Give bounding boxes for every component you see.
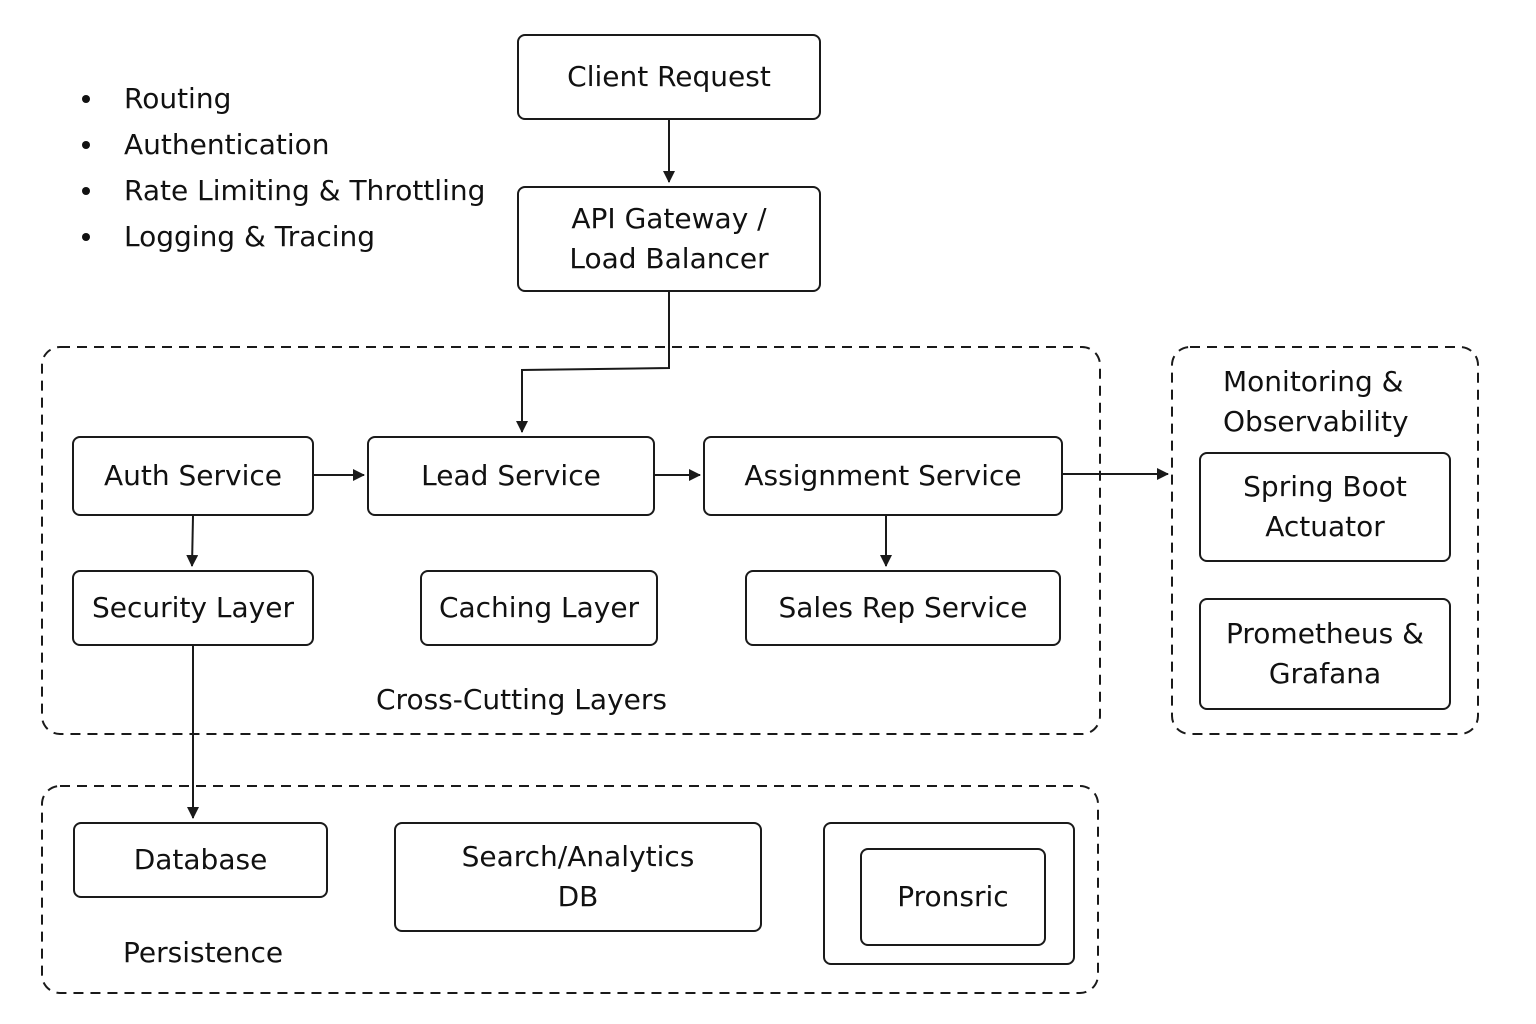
arrow-gateway-to-lead (516, 292, 670, 433)
prometheus-grafana-node: Prometheus & Grafana (1199, 598, 1451, 710)
auth-service-node: Auth Service (72, 436, 314, 516)
list-item: Routing (74, 76, 485, 122)
lead-service-node: Lead Service (367, 436, 655, 516)
bullet-icon (82, 187, 90, 195)
cross-cutting-group-frame (41, 346, 1101, 735)
caching-layer-node: Caching Layer (420, 570, 658, 646)
bullet-icon (82, 95, 90, 103)
sales-rep-service-node: Sales Rep Service (745, 570, 1061, 646)
bullet-text: Logging & Tracing (124, 220, 376, 253)
persistence-group-frame (41, 785, 1099, 994)
arrow-auth-to-security (186, 515, 199, 567)
pronsric-node: Pronsric (860, 848, 1046, 946)
bullet-text: Routing (124, 82, 232, 115)
list-item: Rate Limiting & Throttling (74, 168, 485, 214)
api-gateway-node: API Gateway / Load Balancer (517, 186, 821, 292)
persistence-group-label: Persistence (123, 936, 284, 969)
pronsric-outer-node: Pronsric (823, 822, 1075, 965)
assignment-service-node: Assignment Service (703, 436, 1063, 516)
list-item: Logging & Tracing (74, 214, 485, 260)
bullet-icon (82, 141, 90, 149)
security-layer-node: Security Layer (72, 570, 314, 646)
search-analytics-db-node: Search/Analytics DB (394, 822, 762, 932)
bullet-text: Authentication (124, 128, 330, 161)
list-item: Authentication (74, 122, 485, 168)
cross-cutting-group-label: Cross-Cutting Layers (376, 683, 667, 716)
monitoring-group-label: Monitoring & Observability (1223, 365, 1409, 438)
database-node: Database (73, 822, 328, 898)
bullet-icon (82, 233, 90, 241)
spring-boot-actuator-node: Spring Boot Actuator (1199, 452, 1451, 562)
bullet-text: Rate Limiting & Throttling (124, 174, 486, 207)
gateway-features-list: Routing Authentication Rate Limiting & T… (74, 76, 485, 260)
client-request-node: Client Request (517, 34, 821, 120)
